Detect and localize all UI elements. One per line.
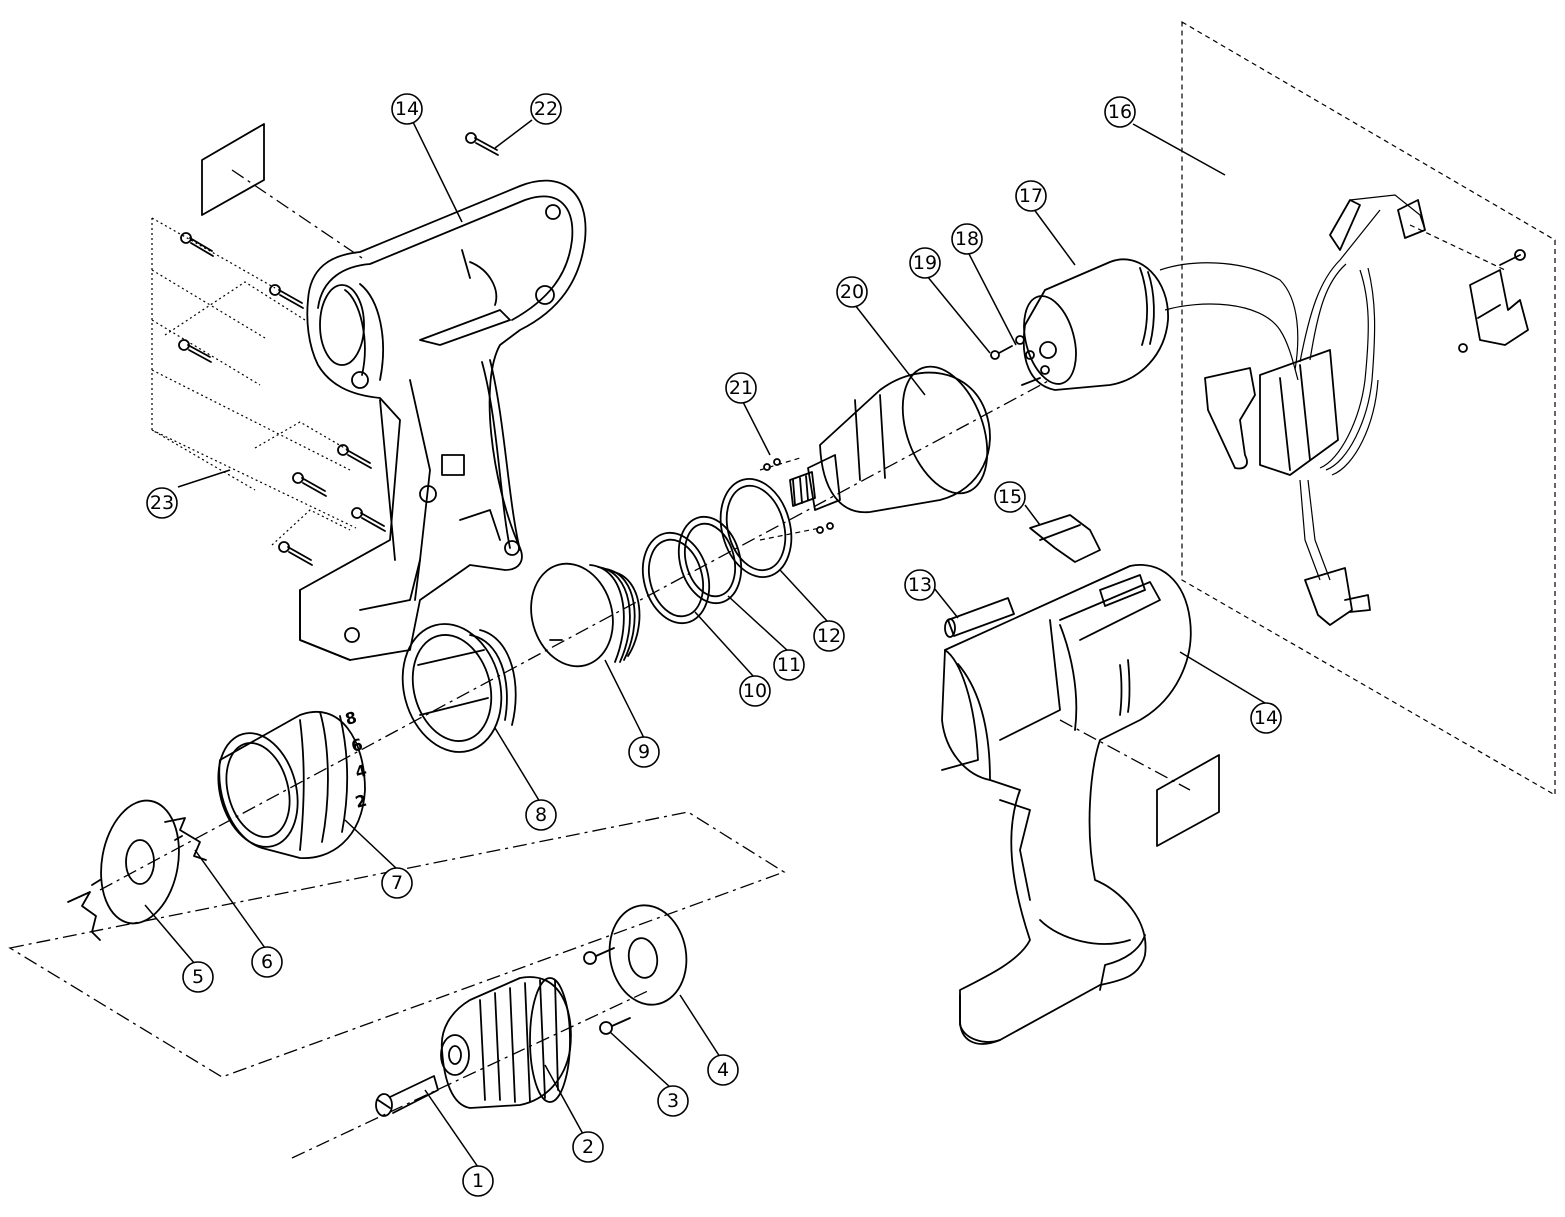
- ring-11: [677, 515, 743, 605]
- svg-text:4: 4: [717, 1059, 729, 1081]
- svg-text:19: 19: [913, 252, 937, 274]
- svg-text:17: 17: [1019, 185, 1043, 207]
- callout-6: 6: [251, 946, 283, 978]
- svg-text:23: 23: [150, 492, 174, 514]
- switch-assembly-16: [1204, 194, 1529, 626]
- svg-text:3: 3: [667, 1090, 679, 1112]
- housing-half-left: [299, 179, 587, 661]
- svg-text:10: 10: [743, 680, 767, 702]
- callout-17: 17: [1015, 180, 1047, 212]
- screws-18-19: [990, 335, 1050, 386]
- callout-14-right: 14: [1250, 702, 1282, 734]
- callout-10: 10: [739, 675, 771, 707]
- callout-19: 19: [909, 247, 941, 279]
- battery-fuse-13: [944, 597, 1015, 638]
- svg-text:21: 21: [729, 377, 753, 399]
- svg-text:12: 12: [817, 625, 841, 647]
- svg-text:6: 6: [261, 951, 273, 973]
- callout-2: 2: [572, 1131, 604, 1163]
- label-sticker-bottom: [1156, 754, 1220, 847]
- keyless-chuck-2: [440, 976, 572, 1109]
- svg-text:20: 20: [840, 281, 864, 303]
- svg-text:9: 9: [638, 741, 650, 763]
- callout-15: 15: [994, 481, 1026, 513]
- callout-21: 21: [725, 372, 757, 404]
- washer-4: [608, 904, 688, 1006]
- svg-text:13: 13: [908, 574, 932, 596]
- svg-text:2: 2: [582, 1136, 594, 1158]
- assembly-frames: [8, 20, 1556, 1159]
- housing-half-right: [941, 564, 1192, 1045]
- callout-7: 7: [381, 867, 413, 899]
- callout-13: 13: [904, 569, 936, 601]
- callout-14-top: 14: [391, 93, 423, 125]
- spring-clip-5a: [67, 891, 101, 941]
- callout-1: 1: [462, 1165, 494, 1197]
- callout-23: 23: [146, 487, 178, 519]
- clutch-setting-2: 2: [353, 791, 369, 812]
- svg-text:11: 11: [777, 654, 801, 676]
- spring-9: [530, 562, 641, 668]
- svg-text:7: 7: [391, 872, 403, 894]
- callout-16: 16: [1104, 96, 1136, 128]
- callout-9: 9: [628, 736, 660, 768]
- ring-10: [641, 531, 711, 625]
- clutch-setting-4: 4: [353, 761, 369, 782]
- callout-3: 3: [657, 1085, 689, 1117]
- callout-12: 12: [813, 620, 845, 652]
- svg-text:14: 14: [1254, 707, 1278, 729]
- screw-bracket-23: [151, 217, 357, 546]
- svg-text:8: 8: [535, 804, 547, 826]
- callout-22: 22: [530, 93, 562, 125]
- spring-clip-6: [164, 817, 207, 861]
- clutch-plate-5: [91, 799, 183, 925]
- ring-12: [719, 478, 793, 578]
- chuck-screw-1: [375, 1075, 439, 1117]
- clutch-housing-8: [401, 623, 517, 753]
- terminal-15: [1029, 514, 1101, 563]
- callout-8: 8: [525, 799, 557, 831]
- screw-22: [465, 132, 499, 156]
- callout-11: 11: [773, 649, 805, 681]
- clutch-setting-8: 8: [343, 708, 359, 729]
- callout-5: 5: [182, 961, 214, 993]
- screw-3: [583, 947, 631, 1035]
- screws-23: [178, 232, 386, 566]
- svg-text:18: 18: [955, 228, 979, 250]
- svg-text:14: 14: [395, 98, 419, 120]
- svg-text:15: 15: [998, 486, 1022, 508]
- leader-lines: [144, 119, 1266, 1168]
- svg-text:16: 16: [1108, 101, 1132, 123]
- svg-text:1: 1: [472, 1170, 484, 1192]
- callout-18: 18: [951, 223, 983, 255]
- svg-text:5: 5: [192, 966, 204, 988]
- callout-20: 20: [836, 276, 868, 308]
- motor-17: [1022, 258, 1299, 391]
- clutch-setting-6: 6: [349, 735, 365, 756]
- callout-4: 4: [707, 1054, 739, 1086]
- label-sticker-top: [201, 123, 265, 216]
- svg-text:22: 22: [534, 98, 558, 120]
- gearbox-20: [759, 365, 991, 541]
- clutch-ring-7: 8 6 4 2: [217, 708, 369, 859]
